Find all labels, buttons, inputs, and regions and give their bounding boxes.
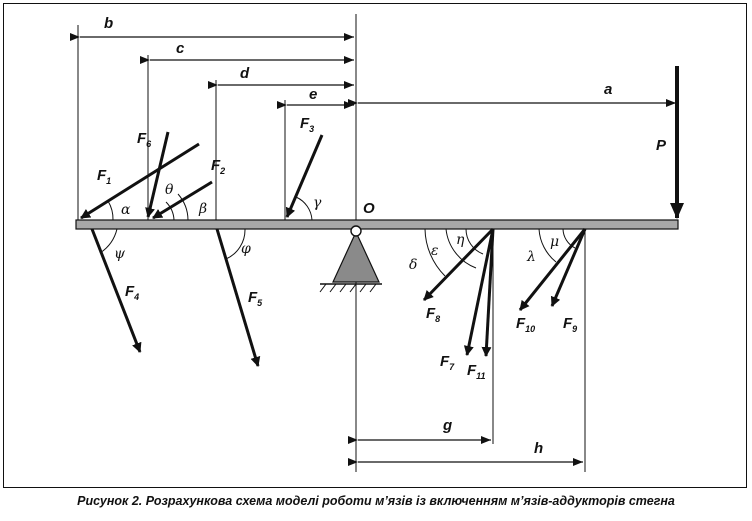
angle-eta: η — [456, 232, 465, 248]
label-F4: F4 — [125, 283, 139, 302]
force-F11-arrow — [481, 228, 495, 357]
label-e: e — [309, 86, 317, 103]
dimension-lines — [70, 33, 676, 466]
force-F4-arrow — [90, 228, 142, 353]
label-d: d — [240, 65, 250, 82]
figure-caption: Рисунок 2. Розрахункова схема моделі роб… — [77, 494, 675, 508]
force-F1-arrow — [80, 142, 200, 220]
angle-lambda: λ — [526, 249, 536, 265]
force-F10-arrow — [518, 228, 587, 311]
force-F8-arrow — [422, 227, 495, 302]
extension-lines — [77, 14, 586, 472]
angle-mu: μ — [550, 234, 559, 250]
label-h: h — [534, 440, 543, 457]
force-F5-arrow — [215, 228, 261, 367]
force-F7-arrow — [463, 228, 495, 356]
label-F3: F3 — [300, 115, 314, 134]
label-a: a — [604, 81, 612, 98]
label-F5: F5 — [248, 289, 263, 308]
angle-gamma: γ — [313, 195, 322, 211]
label-F7: F7 — [440, 353, 455, 372]
force-F6-arrow — [145, 131, 170, 218]
angle-alpha: α — [121, 202, 131, 218]
angle-arcs — [99, 193, 576, 277]
figure-frame — [3, 3, 747, 488]
force-F3-arrow — [285, 134, 324, 218]
label-O: O — [363, 200, 375, 217]
angle-phi: φ — [241, 241, 251, 257]
label-F8: F8 — [426, 305, 440, 324]
fulcrum-support — [319, 225, 382, 293]
label-F2: F2 — [211, 157, 225, 176]
label-b: b — [104, 15, 113, 32]
angle-beta: β — [198, 201, 207, 217]
label-P: P — [656, 137, 667, 154]
label-F9: F9 — [563, 315, 577, 334]
angle-psi: ψ — [114, 246, 126, 262]
label-c: c — [176, 40, 185, 57]
label-F6: F6 — [137, 130, 152, 149]
angle-theta: θ — [165, 182, 174, 198]
beam — [75, 219, 679, 230]
label-F10: F10 — [516, 315, 535, 334]
force-F9-arrow — [550, 228, 587, 307]
angle-epsilon: ε — [431, 243, 439, 259]
label-g: g — [442, 417, 452, 434]
angle-delta: δ — [409, 257, 417, 273]
pivot-point — [350, 225, 362, 237]
label-F11: F11 — [467, 362, 486, 381]
label-F1: F1 — [97, 167, 111, 186]
